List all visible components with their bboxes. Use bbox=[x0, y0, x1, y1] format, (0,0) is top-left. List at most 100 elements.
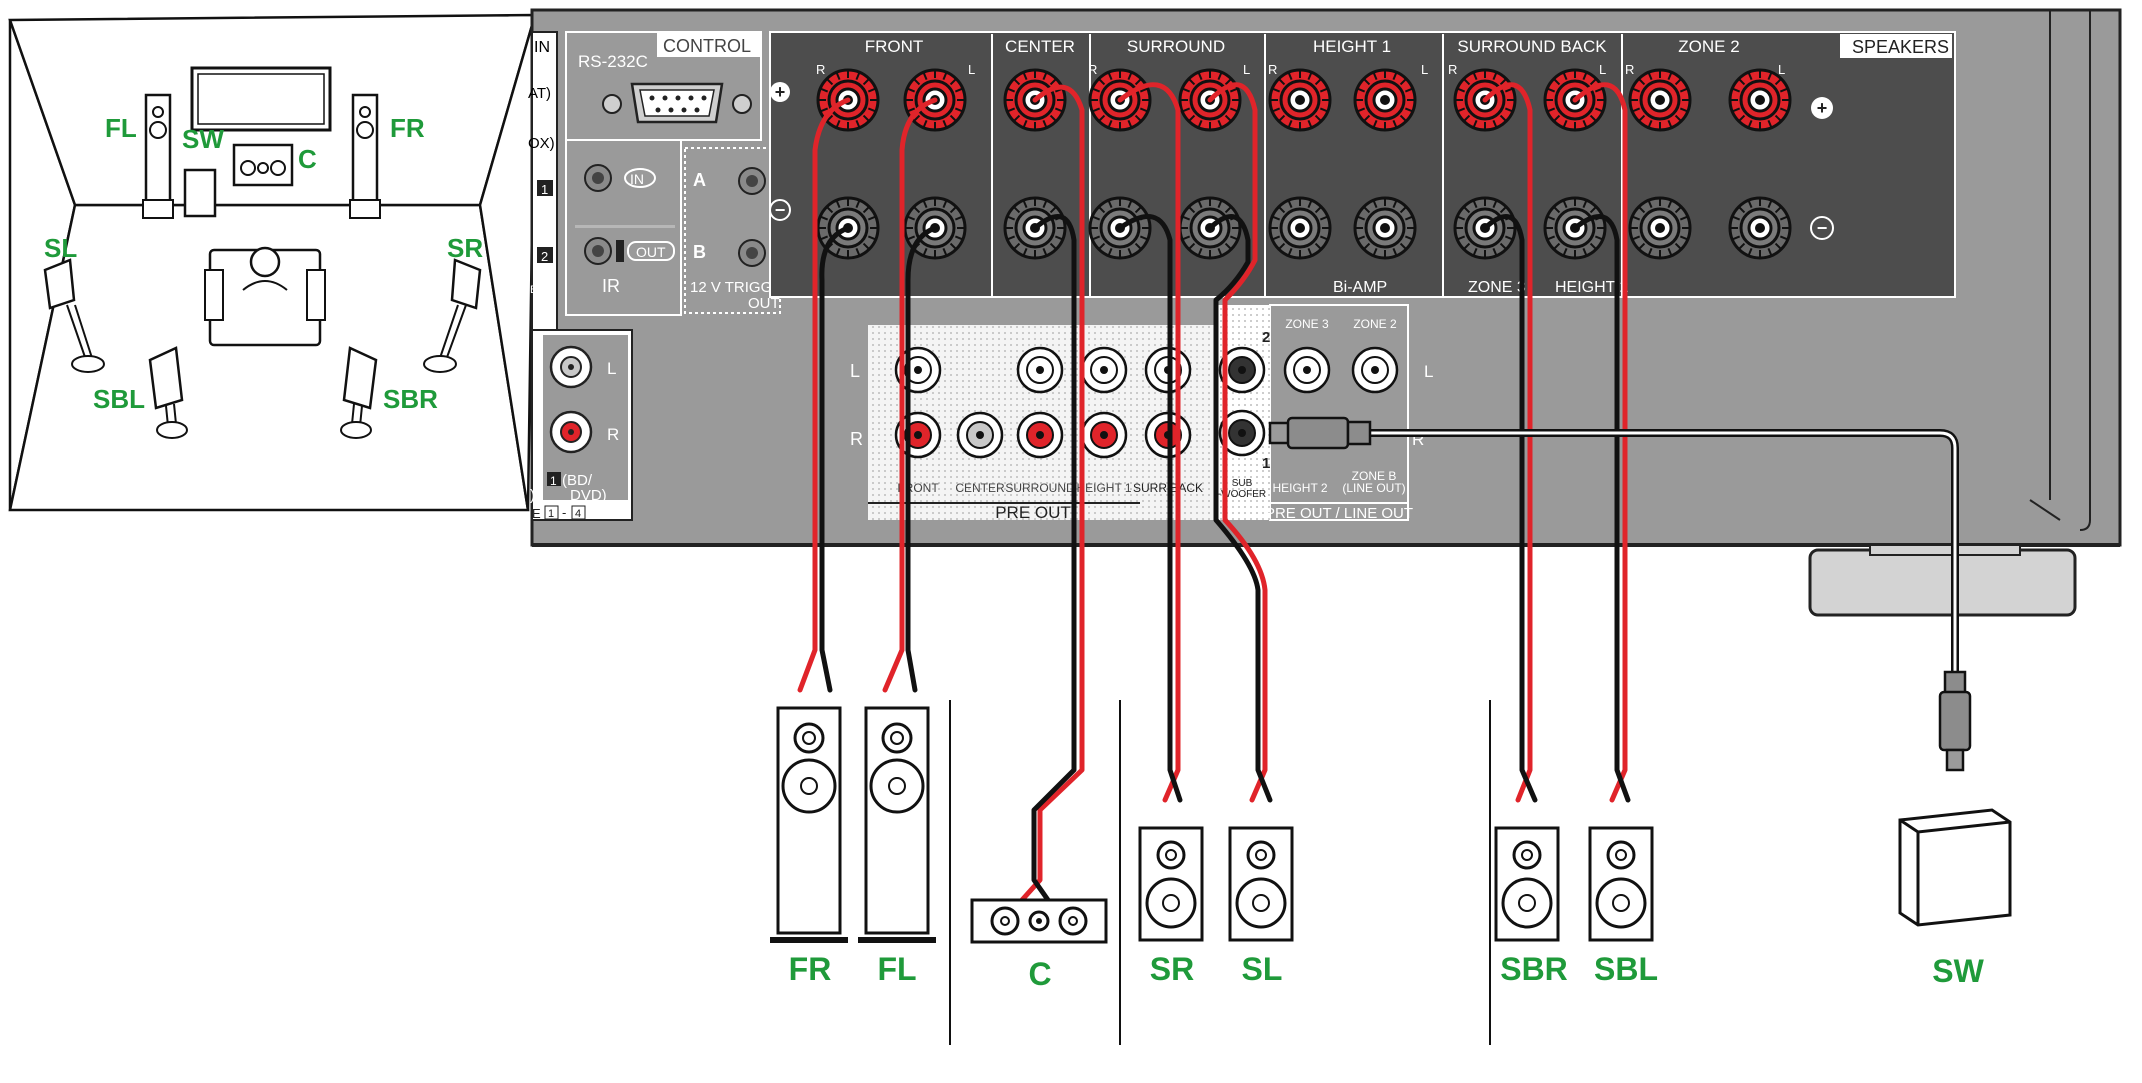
rca-jack-9[interactable] bbox=[1218, 346, 1266, 394]
terminal-minus-5[interactable] bbox=[1268, 196, 1332, 260]
surround-l-label: L bbox=[1243, 62, 1250, 77]
room-speaker-fr bbox=[349, 93, 381, 219]
room-speaker-center bbox=[232, 143, 294, 187]
label-c: C bbox=[1028, 956, 1051, 992]
speaker-fl bbox=[858, 706, 936, 943]
room-label-c: C bbox=[298, 144, 317, 174]
terminal-minus-6[interactable] bbox=[1353, 196, 1417, 260]
rca-jack-11[interactable] bbox=[1283, 346, 1331, 394]
minus-right-icon bbox=[1810, 216, 1834, 240]
room-label-sbr: SBR bbox=[383, 384, 438, 414]
surround-r-label: R bbox=[1088, 62, 1097, 77]
left-partial-at: AT) bbox=[528, 85, 551, 102]
speaker-c bbox=[970, 898, 1108, 944]
bd-box1: 1 bbox=[548, 508, 554, 520]
ir-in-badge: IN bbox=[630, 171, 644, 187]
plus-left: + bbox=[775, 82, 786, 102]
rca-jack-10[interactable] bbox=[1218, 409, 1266, 457]
control-title: CONTROL bbox=[663, 36, 751, 56]
rs232c-port[interactable] bbox=[602, 82, 752, 124]
rca-jack-7[interactable] bbox=[1080, 411, 1128, 459]
speaker-sw bbox=[1898, 808, 2012, 927]
sback-l-label: L bbox=[1599, 62, 1606, 77]
room-label-sr: SR bbox=[447, 233, 483, 263]
wire-sl bbox=[1207, 82, 1273, 803]
zone2-l-label: L bbox=[1778, 62, 1785, 77]
speaker-sbl bbox=[1588, 826, 1654, 942]
height1-r-label: R bbox=[1268, 62, 1277, 77]
bd-box4: 4 bbox=[575, 508, 581, 520]
rca-jack-12[interactable] bbox=[1351, 346, 1399, 394]
trigger-b-label: B bbox=[693, 242, 706, 262]
room-subwoofer bbox=[183, 168, 217, 218]
sub-rca-plug bbox=[1268, 416, 1372, 450]
preout-height2: HEIGHT 2 bbox=[1272, 481, 1327, 495]
front-r-label: R bbox=[816, 62, 825, 77]
preout-label-center: CENTER bbox=[955, 481, 1005, 495]
rca-jack-6[interactable] bbox=[1016, 411, 1064, 459]
rca-jack-1[interactable] bbox=[1016, 346, 1064, 394]
terminal-minus-10[interactable] bbox=[1728, 196, 1792, 260]
bd-text: (BD/ bbox=[562, 472, 593, 489]
preout-section: L R FRONT CENTER SURROUND HEIGHT 1 SURR … bbox=[850, 304, 1433, 522]
terminal-plus-9[interactable] bbox=[1628, 68, 1692, 132]
sub-num-2: 2 bbox=[1262, 329, 1270, 346]
room-label-sw: SW bbox=[182, 124, 224, 154]
preout-zoneb-2: (LINE OUT) bbox=[1342, 481, 1405, 495]
trigger-a-label: A bbox=[693, 170, 706, 190]
minus-left: − bbox=[775, 200, 786, 220]
rca-jack-5[interactable] bbox=[956, 411, 1004, 459]
label-sbl: SBL bbox=[1594, 951, 1658, 987]
bd-dash: - bbox=[562, 505, 566, 520]
terminal-minus-9[interactable] bbox=[1628, 196, 1692, 260]
room-label-sl: SL bbox=[44, 233, 77, 263]
preout-title: PRE OUT bbox=[995, 503, 1071, 522]
zone3-label: ZONE 3 bbox=[1468, 279, 1526, 296]
terminal-plus-6[interactable] bbox=[1353, 68, 1417, 132]
dvd-text: DVD) bbox=[570, 487, 607, 504]
bi-amp-label: Bi-AMP bbox=[1333, 279, 1387, 296]
label-sw: SW bbox=[1932, 953, 1984, 989]
terminal-plus-5[interactable] bbox=[1268, 68, 1332, 132]
trigger-label-line1: 12 V TRIGGER bbox=[690, 279, 793, 296]
front-l-label: L bbox=[968, 62, 975, 77]
left-partial-n2: 2 bbox=[541, 249, 548, 264]
ir-out-badge: OUT bbox=[636, 244, 666, 260]
plus-right: + bbox=[1817, 98, 1828, 118]
rs232c-label: RS-232C bbox=[578, 52, 648, 71]
group-height1: HEIGHT 1 bbox=[1313, 37, 1391, 56]
preout-l-side: L bbox=[1424, 362, 1433, 381]
room-layout: FL FR SW C SL SR SBL SBR bbox=[8, 13, 537, 512]
bd-paren: ) bbox=[530, 487, 535, 504]
room-sofa bbox=[204, 246, 326, 347]
speaker-sbr bbox=[1494, 826, 1560, 942]
in-label: IN bbox=[534, 39, 550, 56]
label-fr: FR bbox=[789, 951, 832, 987]
bd-num: 1 bbox=[550, 474, 557, 488]
preout-zoneb-1: ZONE B bbox=[1352, 469, 1397, 483]
wire-sw bbox=[1366, 429, 1959, 679]
group-zone2: ZONE 2 bbox=[1678, 37, 1739, 56]
speaker-sl bbox=[1228, 826, 1294, 942]
speakers-title: SPEAKERS bbox=[1852, 37, 1949, 57]
speakers-bottom: FR FL C SR SL SBR SBL SW bbox=[770, 700, 2012, 1045]
preout-l-label: L bbox=[850, 361, 860, 381]
wire-sr bbox=[1117, 82, 1183, 803]
speaker-fr bbox=[770, 706, 848, 943]
preout-title2: PRE OUT / LINE OUT bbox=[1265, 505, 1413, 522]
sub-label-1: SUB bbox=[1232, 478, 1253, 489]
plus-left-icon bbox=[770, 82, 790, 102]
minus-left-icon bbox=[769, 199, 791, 221]
left-partial-n1: 1 bbox=[541, 182, 548, 197]
wire-fl bbox=[882, 97, 938, 693]
group-front: FRONT bbox=[865, 37, 924, 56]
speakers-panel: SPEAKERS FRONT CENTER SURROUND HEIGHT 1 … bbox=[769, 31, 1956, 298]
room-speaker-sl bbox=[43, 258, 105, 373]
room-speaker-fl bbox=[142, 93, 174, 219]
receiver-foot bbox=[1808, 548, 2077, 617]
preout-r-label: R bbox=[850, 429, 863, 449]
terminal-plus-10[interactable] bbox=[1728, 68, 1792, 132]
rca-jack-2[interactable] bbox=[1080, 346, 1128, 394]
height1-l-label: L bbox=[1421, 62, 1428, 77]
preout-label-surround: SURROUND bbox=[1005, 481, 1075, 495]
